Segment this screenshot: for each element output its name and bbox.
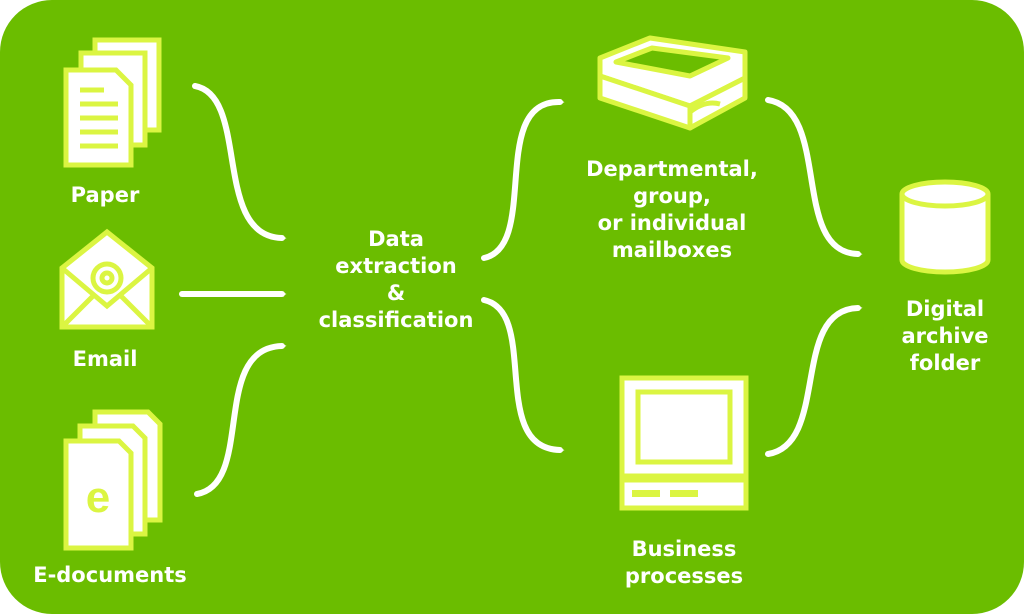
computer-icon — [619, 375, 749, 511]
process-line: classification — [318, 308, 474, 332]
mailboxes-line: group, — [633, 184, 711, 208]
arrow-mailboxes-to-archive — [765, 97, 863, 257]
digital-archive-label: Digital archive folder — [880, 296, 1010, 377]
data-extraction-label: Data extraction & classification — [306, 226, 486, 334]
process-line: & — [386, 281, 406, 305]
arrow-extraction-to-mailboxes — [481, 98, 565, 261]
mailboxes-line: or individual — [597, 211, 747, 235]
process-line: extraction — [335, 254, 457, 278]
business-processes-label: Business processes — [584, 536, 784, 590]
mailboxes-line: mailboxes — [611, 238, 733, 262]
mailboxes-label: Departmental, group, or individual mailb… — [562, 156, 782, 264]
paper-label: Paper — [70, 183, 140, 207]
mailboxes-line: Departmental, — [586, 157, 758, 181]
arrow-extraction-to-business — [481, 297, 565, 453]
email-envelope-icon — [59, 228, 155, 330]
paper-stack-icon — [63, 37, 162, 168]
arrow-edocs-to-extraction — [194, 343, 287, 497]
email-label: Email — [72, 347, 138, 371]
mail-tray-icon — [597, 35, 748, 131]
svg-text:e: e — [86, 473, 110, 522]
e-document-stack-icon: e — [63, 409, 163, 551]
archive-line: folder — [909, 351, 981, 375]
archive-line: archive — [901, 324, 989, 348]
e-documents-label: E-documents — [33, 563, 187, 587]
archive-line: Digital — [905, 297, 985, 321]
arrow-paper-to-extraction — [192, 83, 287, 241]
arrow-business-to-archive — [765, 305, 863, 457]
process-line: Data — [368, 227, 424, 251]
business-line: Business — [631, 537, 737, 561]
database-cylinder-icon — [899, 179, 991, 275]
business-line: processes — [624, 564, 744, 588]
